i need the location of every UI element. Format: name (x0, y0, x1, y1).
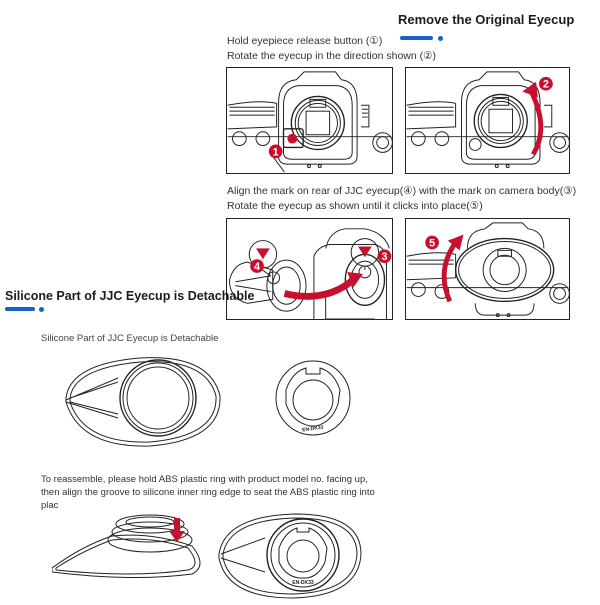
title-underline-dot (438, 35, 443, 41)
step-marker-4 (250, 259, 264, 273)
align-arrow (283, 277, 356, 300)
detach-title-underline (5, 307, 35, 311)
reassemble-instructions: To reassemble, please hold ABS plastic r… (41, 474, 375, 511)
reassembled-ring-label: EN-DK33 (292, 580, 314, 586)
illustration-rotate-eyecup: 2 (405, 67, 570, 174)
step-marker-3-label: 3 (382, 251, 388, 263)
reassembled-eyecup-illustration: EN-DK33 (215, 510, 365, 600)
detach-caption: Silicone Part of JJC Eyecup is Detachabl… (41, 333, 219, 344)
title-underline (400, 36, 433, 40)
click-rotate-arrow (441, 241, 458, 303)
silicone-eyecup-illustration (60, 350, 240, 450)
remove-step-1: Hold eyepiece release button (①) (227, 35, 383, 47)
step-marker-3 (377, 249, 392, 264)
step-marker-4-label: 4 (254, 261, 260, 273)
click-rotate-arrow-head (447, 234, 464, 251)
seat-arrow-head (169, 531, 185, 542)
align-mark-eyecup (256, 248, 270, 260)
step-marker-1-label: 1 (273, 146, 279, 158)
remove-section-title: Remove the Original Eyecup (398, 12, 575, 27)
rotate-arrow-head (522, 81, 539, 98)
rotate-arrow (528, 88, 544, 156)
step-marker-2-label: 2 (543, 79, 549, 91)
illustration-click-into-place: 5 (405, 218, 570, 320)
reassemble-side-illustration (51, 510, 212, 590)
install-step-1: Align the mark on rear of JJC eyecup(④) … (227, 185, 577, 197)
ring-model-label: EN-DK33 (302, 425, 324, 434)
camera-back-diagram: 1 (227, 71, 392, 173)
illustration-release-button: 1 (226, 67, 393, 174)
detach-section-title: Silicone Part of JJC Eyecup is Detachabl… (5, 289, 255, 303)
align-mark-camera (358, 246, 372, 258)
remove-step-2: Rotate the eyecup in the direction shown… (227, 50, 437, 62)
install-step-2: Rotate the eyecup as shown until it clic… (227, 200, 483, 212)
detach-title-underline-dot (39, 306, 44, 312)
illustration-align-marks: 4 3 (226, 218, 393, 320)
seat-arrow (174, 518, 180, 532)
step-marker-5 (425, 235, 439, 250)
step-marker-1 (268, 144, 283, 159)
align-arrow-head (347, 271, 363, 288)
abs-ring-illustration: EN-DK33 (268, 360, 358, 440)
step-marker-5-label: 5 (429, 237, 435, 249)
step-marker-2 (539, 76, 553, 91)
